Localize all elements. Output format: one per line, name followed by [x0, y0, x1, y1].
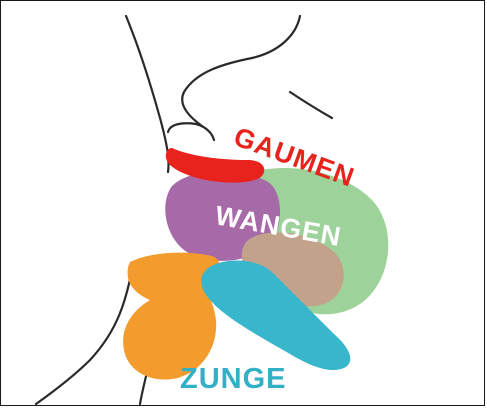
nose-contour — [182, 16, 300, 126]
teeth-outline — [168, 123, 214, 140]
face-contour-left — [126, 16, 169, 172]
tongue-label: ZUNGE — [180, 363, 287, 395]
chin-contour — [36, 270, 132, 404]
eye-stroke — [290, 92, 332, 118]
